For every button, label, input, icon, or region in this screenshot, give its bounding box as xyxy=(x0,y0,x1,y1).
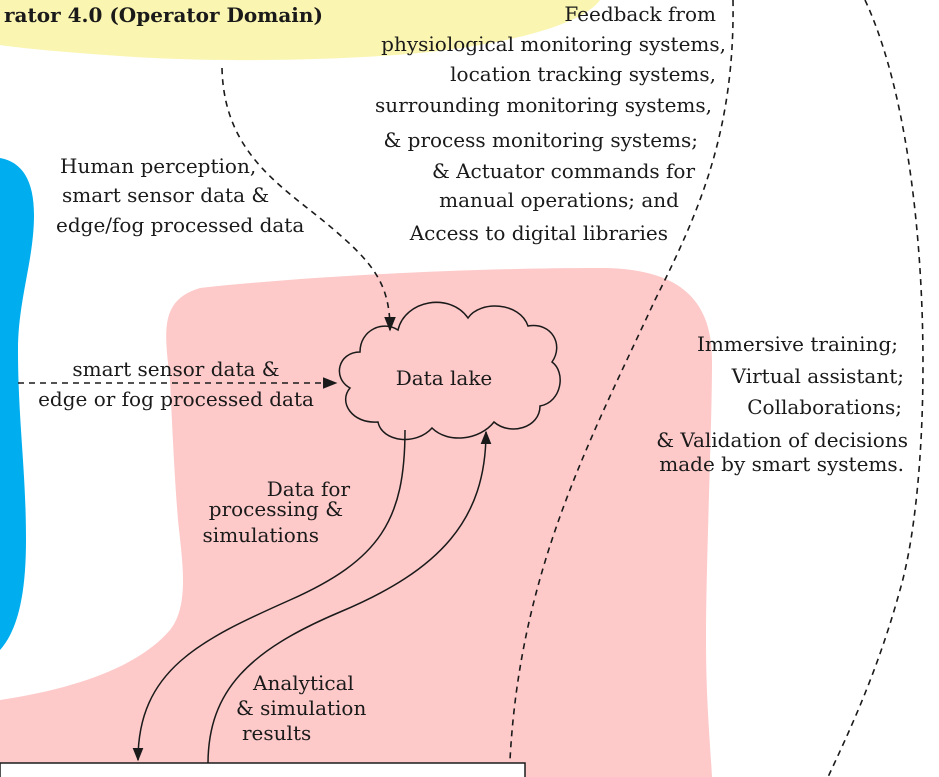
feedback-line: manual operations; and xyxy=(439,188,679,212)
data-for-processing-label-block: Data for processing & simulations xyxy=(203,477,351,547)
feedback-label-block: Feedback from physiological monitoring s… xyxy=(375,2,726,245)
bottom-box xyxy=(0,762,526,777)
boundary-dashed-line-inner xyxy=(509,0,734,761)
feedback-line: Access to digital libraries xyxy=(409,221,668,245)
immersive-line: & Validation of decisions xyxy=(656,428,908,452)
immersive-line: Immersive training; xyxy=(697,332,898,356)
data-for-processing-line: Data for xyxy=(267,477,351,501)
data-for-processing-line: processing & xyxy=(209,497,343,521)
human-perception-label-block: Human perception, smart sensor data & ed… xyxy=(56,154,304,237)
feedback-line: surrounding monitoring systems, xyxy=(375,93,712,117)
analytical-results-label-block: Analytical & simulation results xyxy=(236,671,366,745)
immersive-line: Collaborations; xyxy=(747,395,902,419)
boundary-dashed-line-outer xyxy=(827,0,924,777)
feedback-line: & Actuator commands for xyxy=(432,159,695,183)
immersive-line: made by smart systems. xyxy=(659,452,904,476)
data-region xyxy=(0,268,712,777)
operator-domain-title: rator 4.0 (Operator Domain) xyxy=(4,3,323,27)
human-perception-line: Human perception, xyxy=(60,154,256,178)
data-for-processing-line: simulations xyxy=(203,523,319,547)
feedback-line: location tracking systems, xyxy=(450,62,716,86)
analytical-results-line: Analytical xyxy=(252,671,354,695)
analytical-results-line: & simulation xyxy=(236,696,366,720)
smart-sensor-line: smart sensor data & xyxy=(72,357,279,381)
feedback-line: & process monitoring systems; xyxy=(383,128,698,152)
data-to-processing-arrow xyxy=(132,429,406,762)
human-perception-line: edge/fog processed data xyxy=(56,213,304,237)
analytical-results-line: results xyxy=(242,721,311,745)
blue-region xyxy=(0,158,34,650)
feedback-line: Feedback from xyxy=(564,2,716,26)
immersive-label-block: Immersive training; Virtual assistant; C… xyxy=(656,332,908,476)
feedback-line: physiological monitoring systems, xyxy=(381,32,726,56)
smart-sensor-line: edge or fog processed data xyxy=(38,387,314,411)
data-lake-label: Data lake xyxy=(396,366,493,390)
results-to-data-lake-arrow xyxy=(207,430,492,765)
data-lake-cloud xyxy=(338,301,561,441)
immersive-line: Virtual assistant; xyxy=(731,364,904,388)
smart-sensor-label-block: smart sensor data & edge or fog processe… xyxy=(38,357,314,411)
human-perception-line: smart sensor data & xyxy=(62,183,269,207)
operator-domain-region xyxy=(0,0,600,61)
